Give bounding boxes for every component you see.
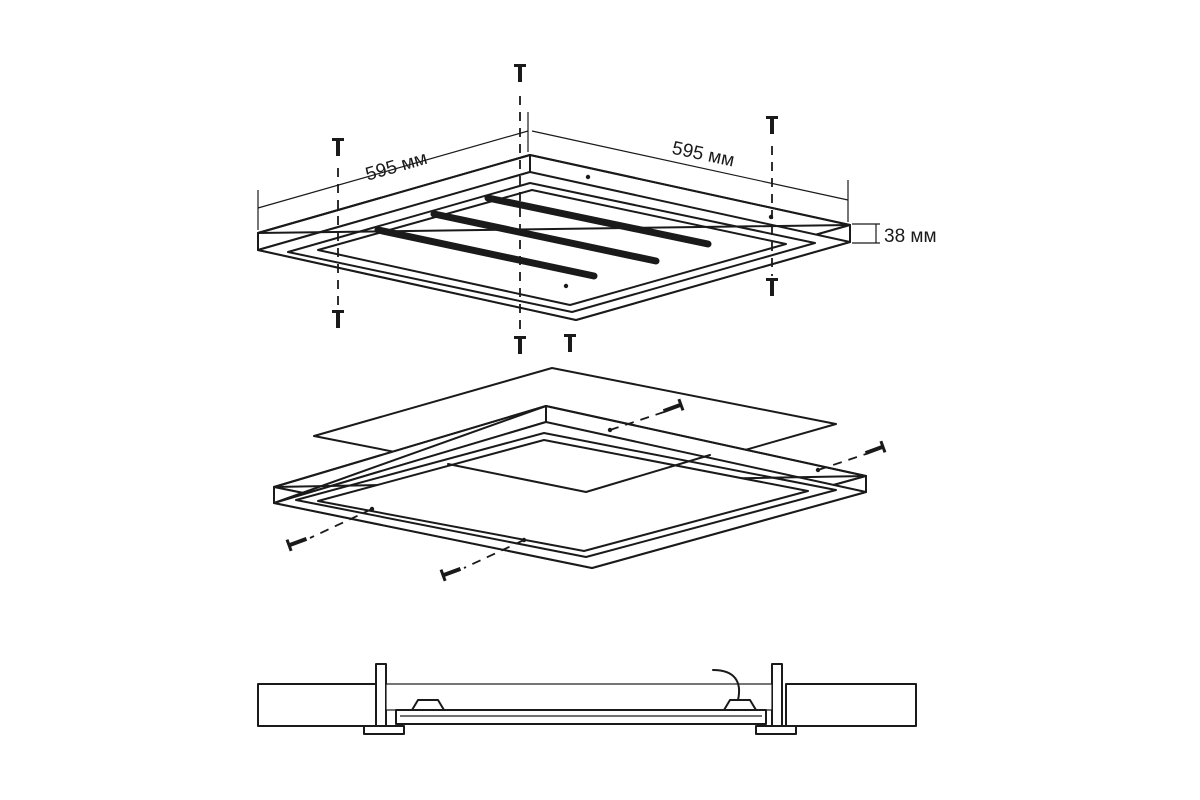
frame-screw-back-right — [817, 440, 887, 471]
ceiling-slab-right — [785, 683, 917, 727]
screw-icon — [864, 440, 887, 455]
screw-icon — [332, 138, 344, 156]
panel-frame-section — [395, 709, 767, 725]
screw-icon — [662, 398, 685, 413]
panel-inner-frame — [287, 182, 816, 313]
screw-icon — [514, 64, 526, 82]
led-strip-1 — [484, 194, 712, 248]
ceiling-slab-left — [257, 683, 377, 727]
panel-diffuser-edge — [317, 189, 787, 306]
screw-icon — [514, 336, 526, 354]
panel-back-edge — [257, 154, 851, 234]
led-panel — [257, 154, 851, 321]
frame-screw-front-right — [439, 539, 525, 582]
frame-screw-back-left — [609, 398, 685, 431]
screw-guide-center — [514, 64, 526, 354]
frame-screw-front-left — [285, 508, 373, 552]
dimension-label-width-right: 595 мм — [670, 138, 736, 172]
screw-icon — [439, 567, 462, 582]
dimension-label-width-left: 595 мм — [363, 148, 429, 186]
screw-guide-left — [332, 138, 344, 328]
driver-left — [411, 699, 445, 711]
led-strip-2 — [430, 210, 660, 265]
screw-icon — [285, 537, 308, 552]
panel-body-section — [385, 683, 773, 711]
screw-icon — [766, 116, 778, 134]
mounting-frame — [273, 405, 867, 569]
led-strip-3 — [374, 226, 598, 280]
screw-icon — [766, 278, 778, 296]
ceiling-cross-section — [257, 663, 917, 735]
power-cable — [712, 669, 740, 701]
driver-right — [723, 699, 757, 711]
screw-icon — [332, 310, 344, 328]
dimension-label-height: 38 мм — [884, 226, 937, 247]
dimension-height: 38 мм — [852, 223, 937, 247]
screw-guide-right — [766, 116, 778, 296]
screw-icon — [564, 334, 576, 352]
